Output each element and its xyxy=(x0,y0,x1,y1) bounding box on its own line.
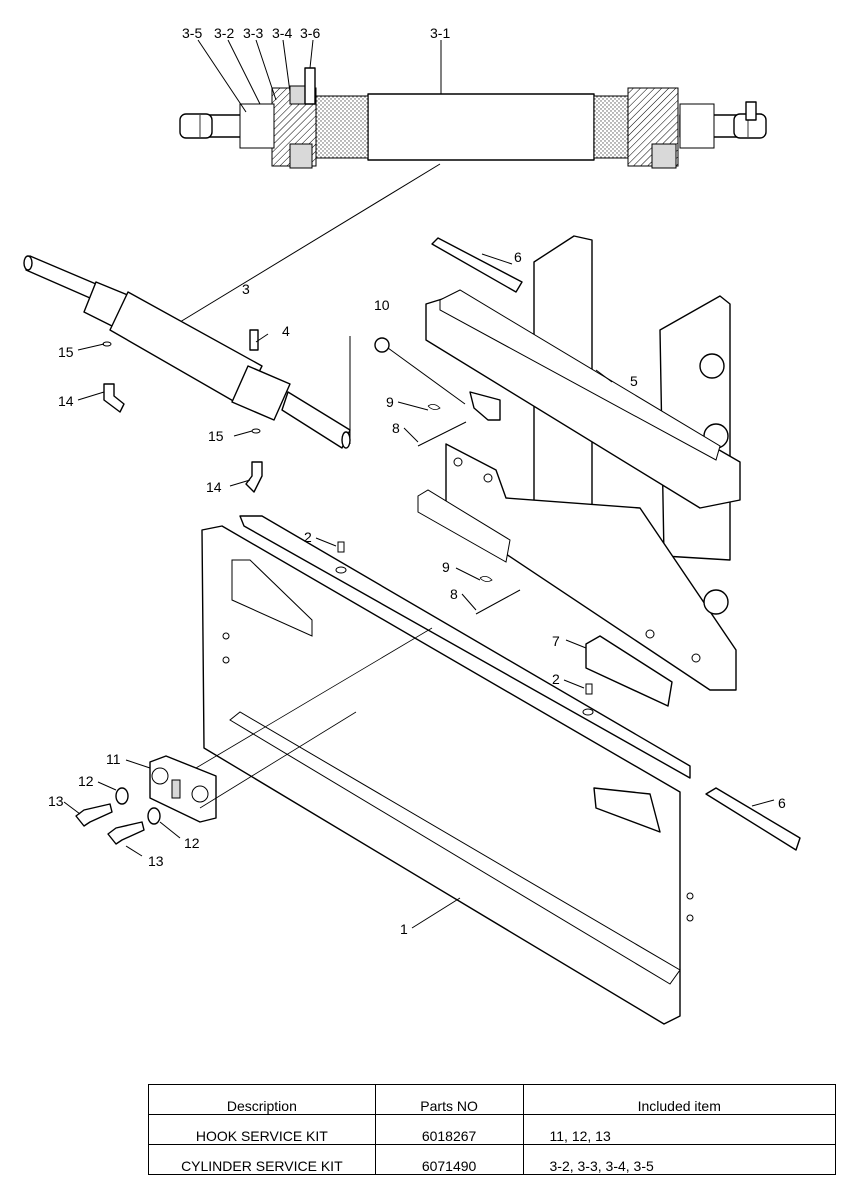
callout-8-lower: 8 xyxy=(450,586,458,602)
table-header-row: Description Parts NO Included item xyxy=(148,1084,836,1115)
cell-parts-no: 6018267 xyxy=(374,1114,524,1145)
header-included-item: Included item xyxy=(522,1084,836,1115)
callout-3: 3 xyxy=(242,281,250,297)
wear-pad-upper: 6 xyxy=(431,237,523,293)
lower-sideshift-bar: 7 9 8 xyxy=(417,443,737,707)
cell-description: HOOK SERVICE KIT xyxy=(148,1114,376,1145)
cylinder-section-view: 3-5 3-2 3-3 3-4 3-6 3-1 xyxy=(179,25,767,169)
callout-2-upper: 2 xyxy=(304,529,312,545)
callout-3-2: 3-2 xyxy=(214,25,234,41)
lower-hook-assembly: 11 12 12 13 13 xyxy=(48,627,433,869)
main-fork-frame: 1 2 2 6 xyxy=(201,515,801,1025)
callout-13-upper: 13 xyxy=(48,793,64,809)
callout-15-upper: 15 xyxy=(58,344,74,360)
callout-3-4: 3-4 xyxy=(272,25,292,41)
upper-sideshift-bar: 10 5 9 8 xyxy=(349,235,741,561)
callout-1: 1 xyxy=(400,921,408,937)
callout-2-lower: 2 xyxy=(552,671,560,687)
callout-3-6: 3-6 xyxy=(300,25,320,41)
exploded-parts-diagram: 3-5 3-2 3-3 3-4 3-6 3-1 3 15 14 4 15 14 xyxy=(23,25,801,1025)
callout-6-upper: 6 xyxy=(514,249,522,265)
cylinder-assembly: 3 15 14 4 15 14 xyxy=(23,163,441,495)
service-kit-table: Description Parts NO Included item HOOK … xyxy=(148,1084,836,1175)
callout-15-lower: 15 xyxy=(208,428,224,444)
cell-description: CYLINDER SERVICE KIT xyxy=(148,1144,376,1175)
callout-9-upper: 9 xyxy=(386,394,394,410)
table-row: CYLINDER SERVICE KIT 6071490 3-2, 3-3, 3… xyxy=(148,1144,836,1175)
callout-8-upper: 8 xyxy=(392,420,400,436)
callout-3-5: 3-5 xyxy=(182,25,202,41)
header-description: Description xyxy=(148,1084,376,1115)
callout-5: 5 xyxy=(630,373,638,389)
table-row: HOOK SERVICE KIT 6018267 11, 12, 13 xyxy=(148,1114,836,1145)
cell-included: 3-2, 3-3, 3-4, 3-5 xyxy=(522,1144,836,1175)
callout-14-lower: 14 xyxy=(206,479,222,495)
cell-included: 11, 12, 13 xyxy=(522,1114,836,1145)
callout-9-lower: 9 xyxy=(442,559,450,575)
callout-7: 7 xyxy=(552,633,560,649)
header-parts-no: Parts NO xyxy=(374,1084,524,1115)
cell-parts-no: 6071490 xyxy=(374,1144,524,1175)
callout-14-upper: 14 xyxy=(58,393,74,409)
callout-3-1: 3-1 xyxy=(430,25,450,41)
callout-3-3: 3-3 xyxy=(243,25,263,41)
callout-12-lower: 12 xyxy=(184,835,200,851)
callout-6-lower: 6 xyxy=(778,795,786,811)
callout-12-upper: 12 xyxy=(78,773,94,789)
callout-13-lower: 13 xyxy=(148,853,164,869)
callout-11: 11 xyxy=(106,751,121,767)
callout-4: 4 xyxy=(282,323,290,339)
callout-10: 10 xyxy=(374,297,390,313)
